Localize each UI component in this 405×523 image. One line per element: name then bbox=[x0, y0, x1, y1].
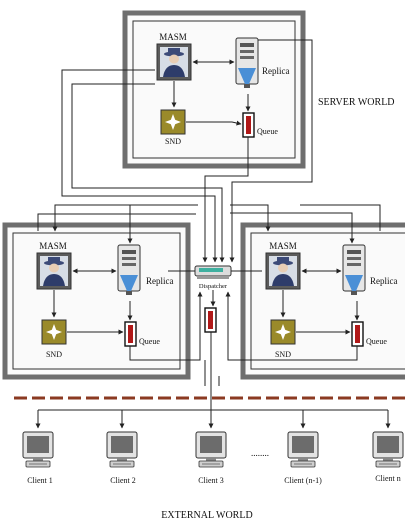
client-1-label: Client 1 bbox=[27, 476, 53, 485]
server-snd-label: SND bbox=[165, 137, 181, 146]
server-queue-label: Queue bbox=[257, 127, 278, 136]
left-masm-icon bbox=[37, 253, 71, 289]
right-snd-label: SND bbox=[275, 350, 291, 359]
right-queue-icon bbox=[352, 322, 363, 346]
right-queue-label: Queue bbox=[366, 337, 387, 346]
right-snd-icon bbox=[271, 320, 295, 344]
left-queue-icon bbox=[125, 322, 136, 346]
server-world-frame bbox=[125, 13, 303, 166]
external-world-title: EXTERNAL WORLD bbox=[161, 510, 252, 521]
server-masm-label: MASM bbox=[159, 32, 187, 42]
client-n-icon bbox=[373, 432, 403, 467]
right-replica-icon bbox=[343, 245, 365, 295]
left-replica-icon bbox=[118, 245, 140, 295]
dispatcher-queue-icon bbox=[205, 308, 216, 332]
left-snd-label: SND bbox=[46, 350, 62, 359]
client-3-label: Client 3 bbox=[198, 476, 224, 485]
dispatcher-icon bbox=[195, 266, 231, 279]
right-masm-icon bbox=[266, 253, 300, 289]
client-2-icon bbox=[107, 432, 137, 467]
left-queue-label: Queue bbox=[139, 337, 160, 346]
server-world-panel bbox=[125, 13, 303, 166]
right-node-panel bbox=[243, 225, 405, 377]
right-replica-label: Replica bbox=[370, 276, 398, 286]
left-node-frame bbox=[5, 225, 188, 377]
client-n-label: Client n bbox=[375, 474, 401, 483]
left-replica-label: Replica bbox=[146, 276, 174, 286]
right-masm-label: MASM bbox=[269, 241, 297, 251]
server-replica-icon bbox=[236, 38, 258, 88]
dispatcher-label: Dispatcher bbox=[199, 283, 228, 290]
right-node-frame bbox=[243, 225, 405, 377]
client-3-icon bbox=[196, 432, 226, 467]
client-n-1-label: Client (n-1) bbox=[284, 476, 322, 485]
server-replica-label: Replica bbox=[262, 66, 290, 76]
client-2-label: Client 2 bbox=[110, 476, 136, 485]
left-masm-label: MASM bbox=[39, 241, 67, 251]
left-snd-icon bbox=[42, 320, 66, 344]
server-masm-icon bbox=[157, 44, 191, 80]
client-1-icon bbox=[23, 432, 53, 467]
clients-ellipsis: ........ bbox=[251, 448, 269, 458]
server-world-title: SERVER WORLD bbox=[318, 97, 395, 108]
server-queue-icon bbox=[243, 113, 254, 137]
client-bus bbox=[38, 386, 388, 428]
server-snd-icon bbox=[161, 110, 185, 134]
left-node-panel bbox=[5, 225, 188, 377]
client-n-1-icon bbox=[288, 432, 318, 467]
